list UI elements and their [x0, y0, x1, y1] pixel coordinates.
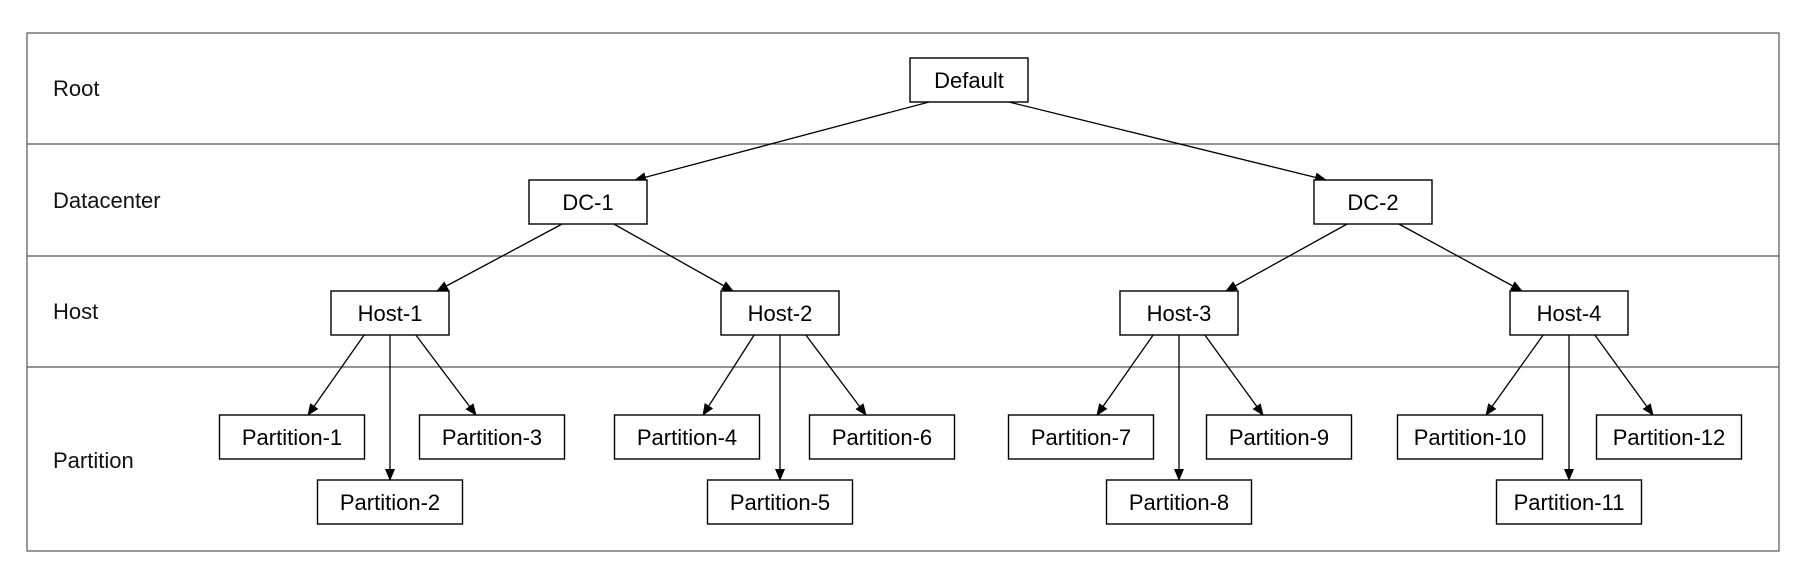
level-label-root: Root: [53, 76, 99, 101]
node-label: Host-2: [748, 301, 813, 326]
node-label: Partition-9: [1229, 425, 1329, 450]
node-label: DC-2: [1347, 190, 1398, 215]
node-label: Host-1: [358, 301, 423, 326]
node-label: DC-1: [562, 190, 613, 215]
node-box: [720, 290, 840, 336]
edge-host-4-to-partition-12: [1594, 334, 1654, 416]
node-partition-8: Partition-8: [1105, 479, 1253, 525]
node-partition-11: Partition-11: [1495, 479, 1643, 525]
node-box: [1495, 479, 1643, 525]
node-label: Partition-3: [442, 425, 542, 450]
node-box: [316, 479, 464, 525]
node-box: [218, 414, 366, 460]
node-label: Partition-6: [832, 425, 932, 450]
level-label-partition: Partition: [53, 448, 134, 473]
edge-host-3-to-partition-9: [1204, 334, 1264, 416]
node-box: [706, 479, 854, 525]
edge-dc-1-to-host-2: [613, 223, 734, 292]
node-box: [1205, 414, 1353, 460]
node-partition-1: Partition-1: [218, 414, 366, 460]
edge-host-1-to-partition-1: [307, 334, 365, 416]
node-label: Host-3: [1147, 301, 1212, 326]
node-box: [1396, 414, 1544, 460]
node-box: [1119, 290, 1239, 336]
edge-host-1-to-partition-3: [415, 334, 477, 416]
node-label: Partition-11: [1514, 490, 1625, 515]
edge-host-4-to-partition-10: [1485, 334, 1544, 416]
node-dc-1: DC-1: [528, 179, 648, 225]
node-dc-2: DC-2: [1313, 179, 1433, 225]
level-label-host: Host: [53, 299, 98, 324]
node-box: [528, 179, 648, 225]
node-box: [1007, 414, 1155, 460]
node-box: [330, 290, 450, 336]
edge-default-to-dc-2: [1008, 101, 1327, 183]
edge-dc-2-to-host-4: [1398, 223, 1523, 292]
node-label: Partition-10: [1414, 425, 1527, 450]
node-partition-4: Partition-4: [613, 414, 761, 460]
node-partition-3: Partition-3: [418, 414, 566, 460]
node-label: Partition-2: [340, 490, 440, 515]
edges-layer: [307, 101, 1654, 481]
node-box: [909, 57, 1029, 103]
node-host-1: Host-1: [330, 290, 450, 336]
node-partition-10: Partition-10: [1396, 414, 1544, 460]
node-default: Default: [909, 57, 1029, 103]
node-label: Partition-12: [1613, 425, 1726, 450]
node-partition-7: Partition-7: [1007, 414, 1155, 460]
node-label: Partition-5: [730, 490, 830, 515]
node-partition-9: Partition-9: [1205, 414, 1353, 460]
node-label: Default: [934, 68, 1004, 93]
node-label: Host-4: [1537, 301, 1602, 326]
node-box: [1105, 479, 1253, 525]
node-box: [808, 414, 956, 460]
node-box: [1595, 414, 1743, 460]
node-label: Partition-8: [1129, 490, 1229, 515]
node-label: Partition-1: [242, 425, 342, 450]
node-host-4: Host-4: [1509, 290, 1629, 336]
node-partition-6: Partition-6: [808, 414, 956, 460]
edge-host-2-to-partition-4: [702, 334, 755, 416]
node-host-3: Host-3: [1119, 290, 1239, 336]
edge-default-to-dc-1: [634, 101, 930, 183]
node-partition-12: Partition-12: [1595, 414, 1743, 460]
node-host-2: Host-2: [720, 290, 840, 336]
node-box: [613, 414, 761, 460]
edge-dc-1-to-host-1: [436, 223, 563, 292]
edge-dc-2-to-host-3: [1225, 223, 1348, 292]
node-label: Partition-7: [1031, 425, 1131, 450]
node-box: [1509, 290, 1629, 336]
level-label-datacenter: Datacenter: [53, 188, 161, 213]
node-box: [418, 414, 566, 460]
diagram-frame: [26, 32, 1780, 552]
node-partition-5: Partition-5: [706, 479, 854, 525]
edge-host-3-to-partition-7: [1096, 334, 1154, 416]
node-box: [1313, 179, 1433, 225]
node-label: Partition-4: [637, 425, 737, 450]
node-partition-2: Partition-2: [316, 479, 464, 525]
edge-host-2-to-partition-6: [805, 334, 867, 416]
